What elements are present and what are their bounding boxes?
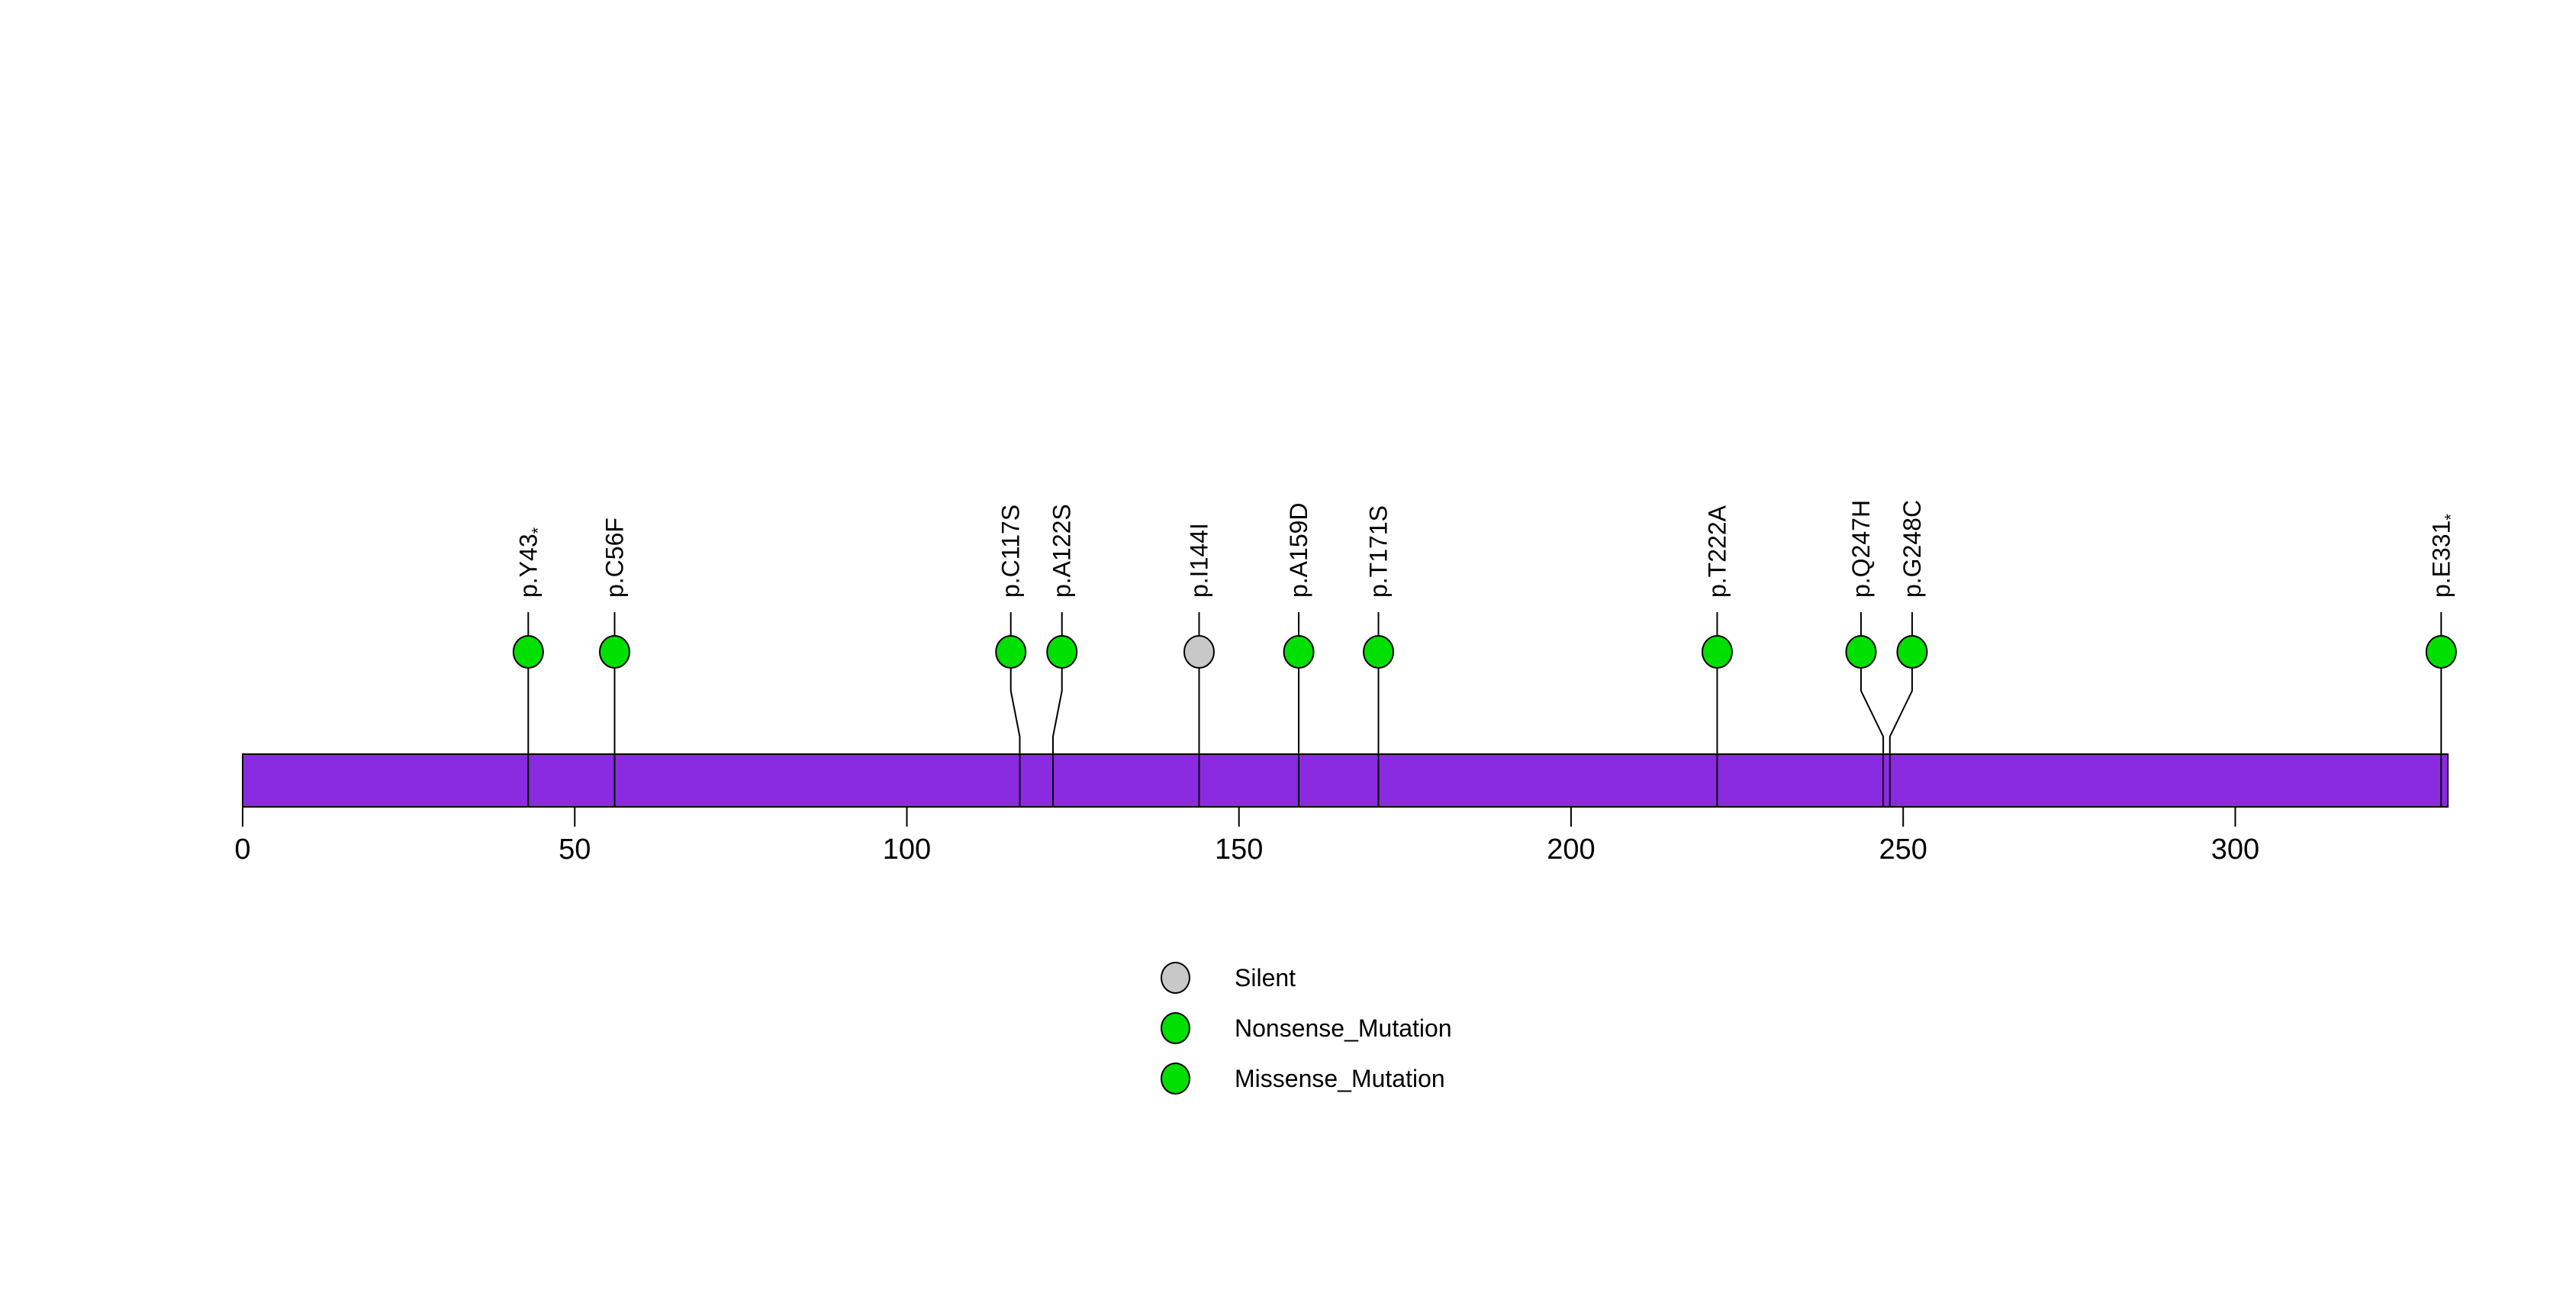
lollipop-circle-missense_mutation: [1896, 635, 1928, 669]
lollipop-circle-missense_mutation: [1363, 635, 1395, 669]
stop-asterisk: *: [2441, 514, 2460, 521]
mutation-label: p.T171S: [1365, 505, 1393, 598]
mutation-label: p.I144I: [1185, 523, 1212, 598]
legend: Silent Nonsense_Mutation Missense_Mutati…: [1161, 962, 1452, 1113]
lollipop-circle-missense_mutation: [1701, 635, 1733, 669]
legend-item-silent: Silent: [1161, 962, 1452, 994]
legend-item-missense: Missense_Mutation: [1161, 1063, 1452, 1095]
mutation-label: p.E331*: [2427, 514, 2460, 598]
silent-swatch-icon: [1161, 962, 1190, 994]
axis-tick-label: 150: [1215, 834, 1263, 866]
mutation-label: p.C56F: [601, 518, 628, 598]
protein-bar: [242, 753, 2449, 808]
lollipop-circle-silent: [1183, 635, 1215, 669]
lollipop-circle-nonsense_mutation: [2425, 635, 2457, 669]
lollipop-circle-missense_mutation: [1046, 635, 1078, 669]
lollipop-circle-missense_mutation: [995, 635, 1027, 669]
axis-tick-label: 300: [2211, 834, 2259, 866]
mutation-label: p.A159D: [1285, 502, 1312, 598]
lollipop-circle-missense_mutation: [1283, 635, 1315, 669]
mutation-label: p.T222A: [1703, 505, 1731, 598]
mutation-label: p.A122S: [1048, 504, 1076, 598]
axis-tick-label: 50: [559, 834, 591, 866]
missense-swatch-icon: [1161, 1063, 1190, 1095]
lollipop-circle-missense_mutation: [1845, 635, 1877, 669]
legend-label-missense: Missense_Mutation: [1235, 1064, 1445, 1092]
legend-label-nonsense: Nonsense_Mutation: [1235, 1014, 1452, 1042]
axis-tick-label: 250: [1879, 834, 1927, 866]
stop-asterisk: *: [528, 527, 547, 534]
mutation-label: p.Y43*: [514, 527, 547, 598]
mutation-label: p.C117S: [997, 505, 1025, 598]
nonsense-swatch-icon: [1161, 1012, 1190, 1044]
lollipop-circle-missense_mutation: [598, 635, 630, 669]
axis-tick-label: 200: [1547, 834, 1595, 866]
legend-item-nonsense: Nonsense_Mutation: [1161, 1012, 1452, 1044]
legend-label-silent: Silent: [1235, 963, 1296, 992]
lollipop-circle-nonsense_mutation: [512, 635, 544, 669]
mutation-label: p.G248C: [1898, 500, 1926, 598]
axis-tick-label: 100: [883, 834, 931, 866]
mutation-label: p.Q247H: [1847, 500, 1875, 598]
axis-tick-label: 0: [234, 834, 250, 866]
